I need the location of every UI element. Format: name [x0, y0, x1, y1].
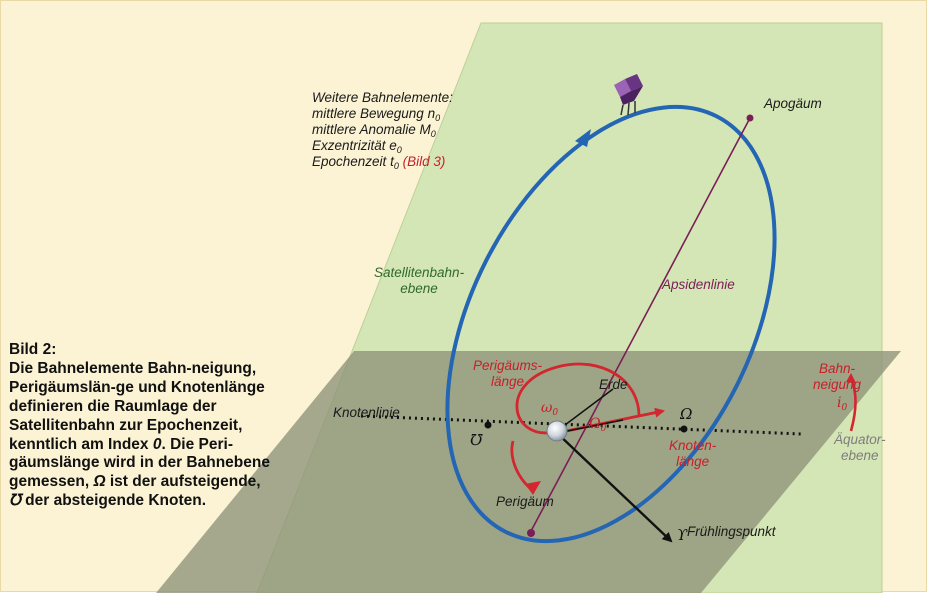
perigee-label: Perigäum [496, 494, 554, 509]
apsidal-line-label: Apsidenlinie [662, 277, 735, 292]
perigee-point [527, 529, 535, 537]
orbit-elements-note: Weitere Bahnelemente: mittlere Bewegung … [312, 90, 453, 171]
node-line-label: Knotenlinie [333, 405, 400, 420]
apsidal-line [529, 117, 751, 534]
perigee-angle-arc [515, 362, 641, 435]
equatorial-plane-label: Äquator- ebene [834, 432, 886, 463]
aries-symbol: ϒ [677, 526, 688, 544]
caption-body-3: ist der aufsteigende, [105, 473, 261, 491]
vernal-equinox-label: Frühlingspunkt [687, 524, 776, 539]
caption-index: 0 [152, 435, 162, 453]
caption-body-4: der absteigende Knoten. [20, 492, 207, 510]
orbit-direction-arrow [575, 129, 591, 147]
inclination-label: Bahn- neigung [813, 361, 862, 392]
node-line [360, 414, 802, 436]
caption-body-2: . Die Peri-gäumslänge wird in der Bahneb… [9, 435, 270, 491]
caption-title: Bild 2: [9, 341, 57, 358]
ascending-node-point [680, 425, 688, 433]
ascending-node-symbol: Ω [680, 405, 693, 423]
vernal-equinox-arrow [556, 432, 673, 543]
figure-reference: (Bild 3) [402, 154, 446, 169]
figure-caption: Bild 2: Die Bahnelemente Bahn-neigung, P… [9, 341, 271, 511]
perigee-direction-line [556, 419, 624, 434]
inclination-symbol: i0 [837, 395, 848, 413]
perigee-length-label: Perigäums- länge [473, 358, 543, 389]
caption-body-1: Die Bahnelemente Bahn-neigung, Perigäums… [9, 359, 265, 453]
caption-descending: ℧ [9, 492, 21, 510]
earth-pointer-line [556, 388, 614, 432]
caption-omega: Ω [93, 473, 106, 491]
descending-node-symbol: ℧ [470, 431, 483, 449]
satellite-orbit [445, 104, 777, 544]
equatorial-plane [156, 351, 901, 593]
omega-small-symbol: ω0 [541, 400, 559, 418]
earth [546, 420, 568, 442]
omega-capital-red-symbol: Ω0 [589, 416, 607, 434]
earth-label: Erde [599, 377, 628, 392]
apogee-point [746, 114, 754, 122]
apogee-label: Apogäum [764, 96, 822, 111]
perigee-arc-start-arrow [525, 481, 541, 495]
node-length-label: Knoten- länge [669, 438, 717, 469]
descending-node-point [484, 421, 492, 429]
satellite-icon [614, 74, 643, 116]
orbital-plane-label: Satellitenbahn- ebene [374, 265, 465, 296]
